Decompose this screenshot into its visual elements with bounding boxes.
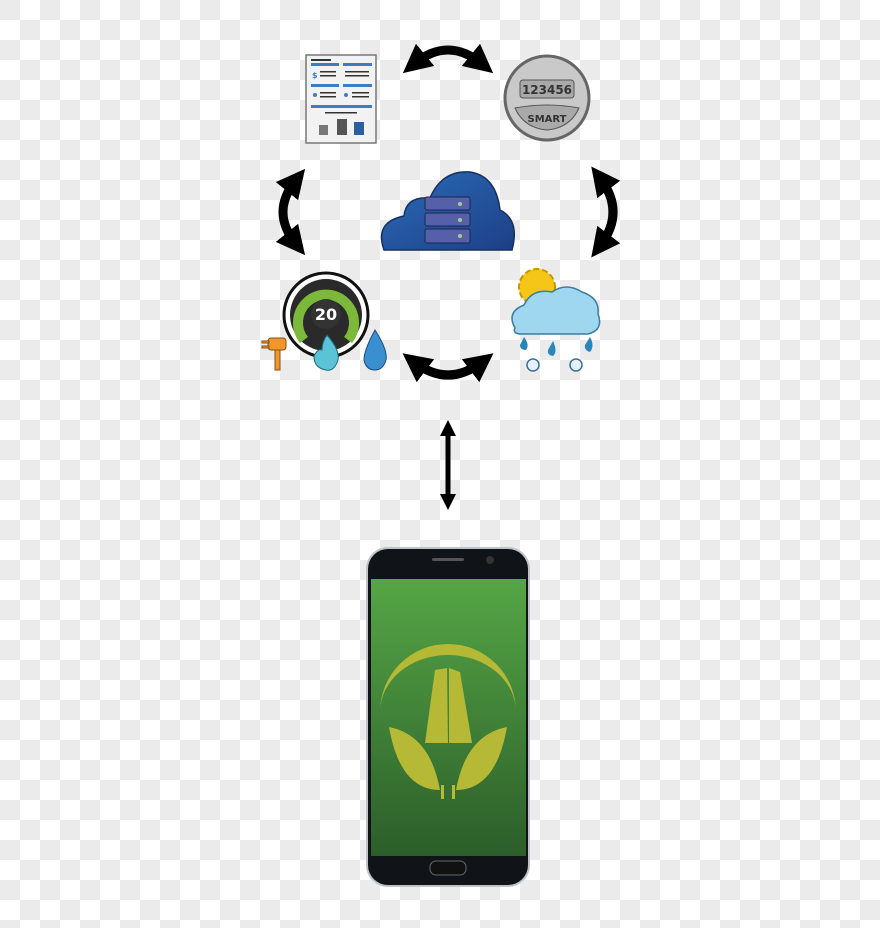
bidirectional-arrow-right [591, 166, 621, 258]
water-drop-icon [363, 329, 387, 371]
bidirectional-arrow-top [402, 43, 494, 74]
cloud-server-icon [380, 171, 515, 251]
meter-reading: 123456 [522, 83, 572, 97]
smartphone [366, 547, 530, 887]
energy-bill-icon: $ [305, 54, 377, 144]
svg-text:$: $ [312, 71, 318, 80]
home-button[interactable] [429, 860, 467, 876]
weather-icon [511, 268, 601, 372]
smart-meter-icon: 123456 SMART [503, 54, 591, 142]
app-logo [380, 644, 516, 799]
thermostat-icon: 20 [282, 271, 370, 359]
bidirectional-arrow-left [275, 168, 306, 256]
flame-icon [313, 334, 339, 371]
bidirectional-arrow-bottom [402, 353, 494, 383]
phone-screen [371, 579, 526, 856]
thermostat-value: 20 [315, 305, 337, 324]
meter-label: SMART [528, 114, 567, 125]
plug-icon [261, 337, 287, 371]
